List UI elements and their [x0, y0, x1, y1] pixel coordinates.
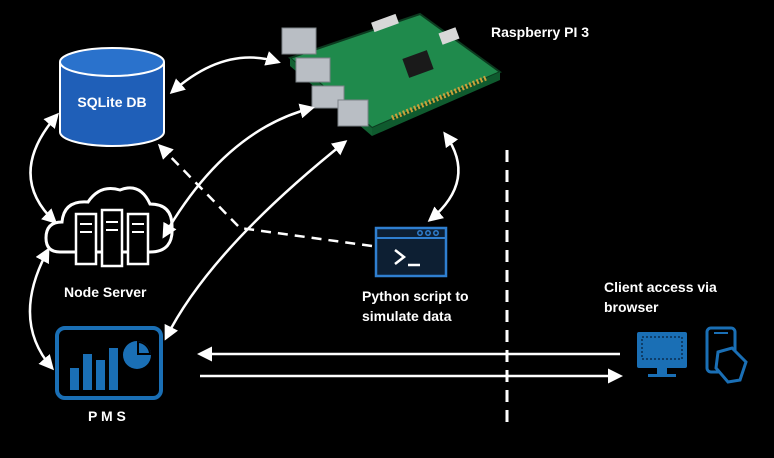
- arrow-pms-raspberry: [164, 140, 348, 341]
- client-access-label-line1: Client access via: [604, 279, 717, 295]
- arrow-db-raspberry: [169, 51, 281, 94]
- python-script-label-line1: Python script to: [362, 288, 469, 304]
- cloud-server-icon: [44, 186, 174, 268]
- desktop-monitor-icon: [637, 332, 687, 377]
- raspberry-pi-board-icon: [281, 12, 503, 136]
- sqlite-db-label: SQLite DB: [77, 94, 147, 110]
- arrow-python-db: [157, 143, 373, 248]
- dashboard-chart-icon: [55, 326, 163, 400]
- node-server-label: Node Server: [64, 284, 147, 300]
- arrow-db-node: [29, 112, 59, 225]
- arrow-raspberry-python: [427, 131, 460, 222]
- arrow-node-pms: [28, 247, 54, 371]
- connection-arrows: [28, 51, 623, 384]
- pms-label: P M S: [88, 408, 126, 424]
- raspberry-pi-label: Raspberry PI 3: [491, 24, 590, 40]
- client-access-label-line2: browser: [604, 299, 659, 315]
- mobile-phone-icon: [705, 326, 748, 384]
- database-icon: [59, 47, 165, 147]
- python-script-label-line2: simulate data: [362, 308, 452, 324]
- terminal-window-icon: [374, 226, 448, 278]
